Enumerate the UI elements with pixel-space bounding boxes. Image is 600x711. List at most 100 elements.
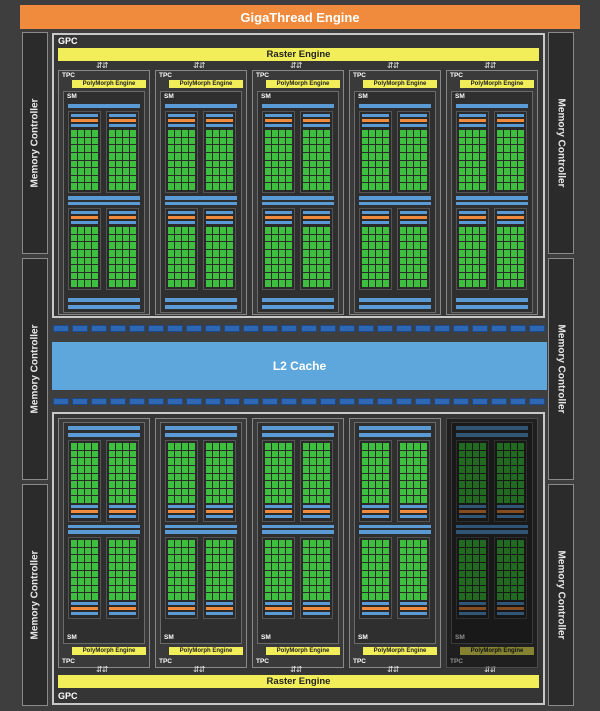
cuda-core bbox=[407, 137, 413, 145]
tpc-label: TPC bbox=[62, 658, 75, 665]
cuda-core bbox=[369, 249, 375, 257]
cuda-core bbox=[123, 175, 129, 183]
cuda-core bbox=[414, 585, 420, 593]
cuda-core bbox=[272, 280, 278, 287]
cuda-core bbox=[85, 540, 91, 547]
cuda-core bbox=[227, 555, 233, 562]
cuda-core bbox=[78, 481, 84, 488]
cuda-core bbox=[206, 227, 212, 234]
cuda-core bbox=[369, 160, 375, 168]
cuda-core bbox=[123, 242, 129, 249]
cuda-core bbox=[504, 227, 510, 234]
polymorph-engine: PolyMorph Engine bbox=[460, 80, 534, 88]
cuda-core bbox=[497, 168, 503, 175]
crossbar-segment bbox=[376, 325, 393, 332]
cuda-core bbox=[400, 137, 406, 145]
cuda-core bbox=[310, 473, 316, 481]
cuda-core bbox=[189, 130, 195, 137]
cuda-core bbox=[376, 280, 382, 287]
cuda-core bbox=[92, 562, 98, 570]
core-grid bbox=[71, 443, 98, 503]
cuda-core bbox=[376, 481, 382, 488]
cuda-core bbox=[123, 227, 129, 234]
processing-block bbox=[397, 111, 430, 193]
cuda-core bbox=[78, 168, 84, 175]
cuda-core bbox=[310, 458, 316, 465]
cuda-core bbox=[168, 227, 174, 234]
register-file bbox=[168, 505, 195, 508]
cuda-core bbox=[383, 496, 389, 503]
cuda-core bbox=[279, 458, 285, 465]
cuda-core bbox=[369, 481, 375, 488]
processing-block bbox=[106, 537, 139, 619]
cuda-core bbox=[518, 465, 524, 473]
cuda-core bbox=[116, 160, 122, 168]
arrow-icon: ⇵⇵ bbox=[96, 61, 108, 70]
warp-scheduler bbox=[206, 114, 233, 117]
cuda-core bbox=[324, 443, 330, 450]
cuda-core bbox=[310, 265, 316, 272]
cuda-core bbox=[109, 450, 115, 458]
dispatch-unit bbox=[265, 510, 292, 513]
cuda-core bbox=[130, 249, 136, 257]
cuda-core bbox=[109, 183, 115, 190]
cuda-core bbox=[518, 555, 524, 562]
cuda-core bbox=[279, 257, 285, 265]
sm-block: SM bbox=[63, 91, 145, 313]
warp-scheduler bbox=[497, 515, 524, 518]
cuda-core bbox=[324, 130, 330, 137]
cuda-core bbox=[511, 183, 517, 190]
cuda-core bbox=[286, 585, 292, 593]
cuda-core bbox=[116, 540, 122, 547]
register-file bbox=[303, 221, 330, 224]
cuda-core bbox=[369, 562, 375, 570]
cuda-core bbox=[220, 280, 226, 287]
cuda-core bbox=[272, 547, 278, 555]
cuda-core bbox=[279, 160, 285, 168]
cuda-core bbox=[220, 265, 226, 272]
cuda-core bbox=[383, 562, 389, 570]
cuda-core bbox=[220, 555, 226, 562]
cuda-core bbox=[421, 242, 427, 249]
core-grid bbox=[303, 443, 330, 503]
cuda-core bbox=[265, 540, 271, 547]
cuda-core bbox=[480, 496, 486, 503]
cuda-core bbox=[369, 496, 375, 503]
tpc-label: TPC bbox=[450, 658, 463, 665]
cuda-core bbox=[407, 562, 413, 570]
core-grid bbox=[497, 443, 524, 503]
cuda-core bbox=[466, 280, 472, 287]
cuda-core bbox=[279, 562, 285, 570]
cuda-core bbox=[310, 175, 316, 183]
cuda-core bbox=[473, 152, 479, 160]
cuda-core bbox=[362, 481, 368, 488]
sm-label: SM bbox=[358, 93, 368, 100]
cuda-core bbox=[175, 145, 181, 152]
cuda-core bbox=[497, 272, 503, 280]
cuda-core bbox=[369, 227, 375, 234]
cuda-core bbox=[182, 593, 188, 600]
cuda-core bbox=[109, 242, 115, 249]
cuda-core bbox=[130, 160, 136, 168]
cuda-core bbox=[116, 578, 122, 585]
cuda-core bbox=[362, 227, 368, 234]
cuda-core bbox=[473, 265, 479, 272]
cuda-core bbox=[189, 137, 195, 145]
cuda-core bbox=[466, 152, 472, 160]
processing-block bbox=[300, 537, 333, 619]
shared-memory bbox=[165, 298, 237, 302]
polymorph-engine: PolyMorph Engine bbox=[363, 647, 437, 655]
cuda-core bbox=[497, 227, 503, 234]
dispatch-unit bbox=[206, 216, 233, 219]
memory-controller-label: Memory Controller bbox=[555, 324, 567, 414]
cuda-core bbox=[182, 450, 188, 458]
cuda-core bbox=[213, 443, 219, 450]
cuda-core bbox=[189, 227, 195, 234]
cuda-core bbox=[130, 547, 136, 555]
texture-cache bbox=[68, 305, 140, 309]
cuda-core bbox=[324, 152, 330, 160]
processing-block bbox=[203, 537, 236, 619]
cuda-core bbox=[497, 280, 503, 287]
cuda-core bbox=[206, 555, 212, 562]
